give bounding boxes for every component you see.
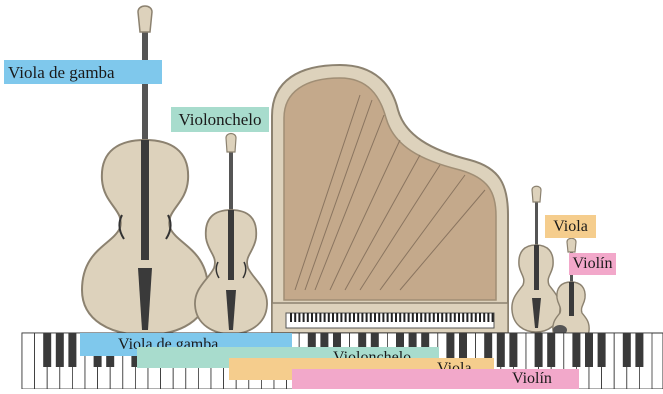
piano-black-key [483,313,485,322]
piano-black-key [458,313,460,322]
piano-black-key [294,313,296,322]
violin-range-band: Violín [292,369,579,389]
piano-black-key [450,313,452,322]
piano-black-key [290,313,292,322]
viola-instrument [512,186,560,332]
black-key [43,333,51,367]
piano-black-key [387,313,389,322]
black-key [635,333,643,367]
piano-black-key [298,313,300,322]
black-key [535,333,543,367]
piano-black-key [399,313,401,322]
piano-black-key [471,313,473,322]
piano-black-key [311,313,313,322]
cello-fingerboard [228,210,234,280]
piano-black-key [349,313,351,322]
viola-de-gamba-instrument [82,6,208,335]
piano-black-key [357,313,359,322]
violin-scroll [567,238,576,252]
black-key [572,333,580,367]
viola-fingerboard [534,245,539,290]
piano-black-key [492,313,494,322]
white-key [22,333,35,389]
piano-black-key [340,313,342,322]
black-key [547,333,555,367]
piano-black-key [303,313,305,322]
piano-black-key [403,313,405,322]
piano-black-key [374,313,376,322]
piano-black-key [420,313,422,322]
piano-black-key [391,313,393,322]
piano-black-key [429,313,431,322]
black-key [56,333,64,367]
piano-black-key [319,313,321,322]
violin-fingerboard [569,282,574,316]
piano-black-key [378,313,380,322]
piano-black-key [332,313,334,322]
piano-black-key [475,313,477,322]
piano-black-key [416,313,418,322]
viola-de-gamba-label: Viola de gamba [4,60,162,84]
viola-scroll [532,186,541,202]
piano-black-key [366,313,368,322]
piano-black-key [487,313,489,322]
piano-black-key [382,313,384,322]
piano-black-key [395,313,397,322]
violin-label: Violín [569,253,616,275]
piano-black-key [315,313,317,322]
gamba-fingerboard [141,140,149,260]
cello-scroll [226,134,236,153]
viola-label: Viola [545,215,596,238]
piano-black-key [437,313,439,322]
piano-black-key [370,313,372,322]
piano-black-key [412,313,414,322]
piano-black-key [462,313,464,322]
piano-black-key [307,313,309,322]
piano-black-key [441,313,443,322]
piano-black-key [408,313,410,322]
piano-black-key [479,313,481,322]
piano-black-key [324,313,326,322]
violonchelo-instrument [195,134,267,335]
black-key [598,333,606,367]
piano-black-key [353,313,355,322]
piano-black-keys [290,313,494,322]
viola-neck [535,200,538,250]
piano-black-key [424,313,426,322]
gamba-scroll [138,6,152,32]
black-key [585,333,593,367]
piano-black-key [466,313,468,322]
grand-piano [272,65,508,333]
black-key [623,333,631,367]
piano-black-key [361,313,363,322]
violonchelo-label: Violonchelo [171,107,269,132]
black-key [68,333,76,367]
black-key [497,333,505,367]
piano-black-key [345,313,347,322]
piano-black-key [433,313,435,322]
piano-black-key [454,313,456,322]
piano-black-key [328,313,330,322]
piano-black-key [336,313,338,322]
piano-black-key [445,313,447,322]
black-key [509,333,517,367]
gamba-neck [142,30,148,148]
